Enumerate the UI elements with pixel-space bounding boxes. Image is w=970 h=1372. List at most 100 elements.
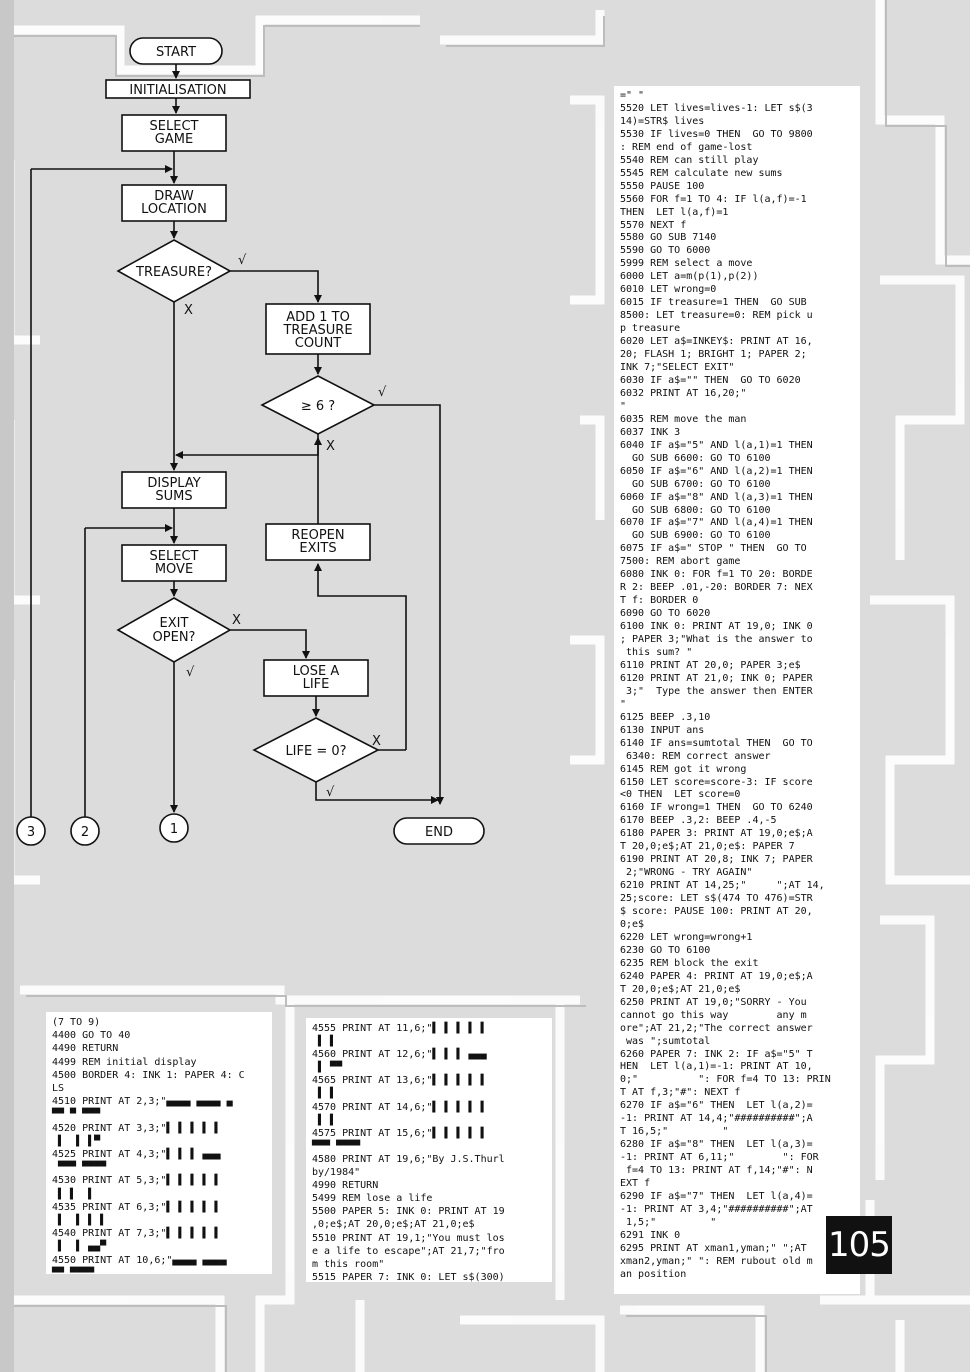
six-label: ≥ 6 ? xyxy=(301,399,335,414)
code-line: ▌ ▌ xyxy=(312,1088,337,1100)
code-line: 5515 PAPER 7: INK 0: LET s$(300) xyxy=(312,1271,505,1283)
code-line: 5560 FOR f=1 TO 4: IF l(a,f)=-1 xyxy=(620,193,807,205)
lose-life-box xyxy=(263,659,369,697)
code-line: ▌ ▌ xyxy=(312,1036,337,1048)
code-line: 4535 PRINT AT 6,3;"▌ ▌ ▌ ▌ ▌ xyxy=(52,1201,221,1213)
code-line: 4565 PRINT AT 13,6;"▌ ▌ ▌ ▌ ▌ xyxy=(312,1075,487,1087)
code-line: $ score: PAUSE 100: PRINT AT 20, xyxy=(620,906,813,918)
code-line: 8500: LET treasure=0: REM pick u xyxy=(620,310,813,322)
code-line: p treasure xyxy=(620,323,681,335)
treasure-no-mark: X xyxy=(184,303,193,318)
code-line: 5999 REM select a move xyxy=(620,258,753,270)
code-line: 5580 GO SUB 7140 xyxy=(620,232,717,244)
code-line: T f: BORDER 0 xyxy=(620,595,699,607)
code-line: 14)=STR$ lives xyxy=(620,115,705,127)
reopen-exits-label-2: EXITS xyxy=(299,541,336,556)
reopen-exits-box xyxy=(265,523,371,561)
life-zero-yes-mark: √ xyxy=(326,785,335,800)
connector-2-label: 2 xyxy=(81,825,89,840)
code-line: 5540 REM can still play xyxy=(620,154,759,166)
six-yes-mark: √ xyxy=(378,385,387,400)
code-line: 6240 PAPER 4: PRINT AT 19,0;e$;A xyxy=(620,970,813,982)
connector-3-label: 3 xyxy=(27,825,35,840)
code-line: xman2,yman;" ": REM rubout old m xyxy=(620,1255,813,1267)
code-line: 6210 PRINT AT 14,25;" ";AT 14, xyxy=(620,880,825,892)
flowchart-diagram: START INITIALISATION SELECT GAME DRAW LO… xyxy=(16,37,485,846)
code-line: HEN LET l(a,1)=-1: PRINT AT 10, xyxy=(620,1061,813,1073)
code-line: R 2: BEEP .01,-20: BORDER 7: NEX xyxy=(620,582,813,594)
select-game-label-1: SELECT xyxy=(150,119,199,134)
code-line: 6295 PRINT AT xman1,yman;" ";AT xyxy=(620,1242,807,1254)
display-sums-box xyxy=(121,471,227,509)
initialisation-label: INITIALISATION xyxy=(129,83,226,98)
code-line: 6100 INK 0: PRINT AT 19,0; INK 0 xyxy=(620,621,813,633)
code-line: -1: PRINT AT 3,4;"##########";AT xyxy=(620,1203,813,1215)
code-line: (7 TO 9) xyxy=(52,1017,101,1028)
add-treasure-label-3: COUNT xyxy=(295,336,342,351)
draw-location-label-1: DRAW xyxy=(154,189,194,204)
code-line: ▌ ▌ ▌ ▌ xyxy=(52,1215,107,1227)
code-line: 6230 GO TO 6100 xyxy=(620,944,711,956)
reopen-exits-label-1: REOPEN xyxy=(291,528,344,543)
code-line: 6032 PRINT AT 16,20;" xyxy=(620,387,747,399)
code-line: 6015 IF treasure=1 THEN GO SUB xyxy=(620,297,807,309)
code-line: 0;" ": FOR f=4 TO 13: PRIN xyxy=(620,1074,831,1086)
lose-life-label-1: LOSE A xyxy=(293,664,340,679)
code-line: 4490 RETURN xyxy=(52,1043,119,1055)
code-line: was ";sumtotal xyxy=(620,1035,711,1047)
code-line: 6260 PAPER 7: INK 2: IF a$="5" T xyxy=(620,1048,813,1060)
add-treasure-box xyxy=(265,303,371,355)
code-line: 5590 GO TO 6000 xyxy=(620,245,711,257)
code-line: GO SUB 6600: GO TO 6100 xyxy=(620,452,771,464)
code-line: 6020 LET a$=INKEY$: PRINT AT 16, xyxy=(620,336,813,348)
code-line: 4990 RETURN xyxy=(312,1180,379,1192)
code-line: -1: PRINT AT 14,4;"##########";A xyxy=(620,1113,813,1125)
code-line: ▌ ▌ ▌ xyxy=(52,1188,95,1200)
select-move-label-2: MOVE xyxy=(155,562,193,577)
flowchart-panel: START INITIALISATION SELECT GAME DRAW LO… xyxy=(0,0,510,892)
exit-open-label-2: OPEN? xyxy=(153,630,196,645)
code-line: 20; FLASH 1; BRIGHT 1; PAPER 2; xyxy=(620,349,807,361)
code-line: 6030 IF a$="" THEN GO TO 6020 xyxy=(620,374,801,386)
code-line: <0 THEN LET score=0 xyxy=(620,789,741,801)
code-line: 6290 IF a$="7" THEN LET l(a,4)= xyxy=(620,1191,813,1203)
code-line: 6000 LET a=m(p(1),p(2)) xyxy=(620,271,759,283)
connector-1 xyxy=(159,813,189,843)
code-line: GO SUB 6800: GO TO 6100 xyxy=(620,504,771,516)
code-line: ▀▀▀ ▀▀▀▀ xyxy=(312,1140,361,1152)
code-line: 6040 IF a$="5" AND l(a,1)=1 THEN xyxy=(620,439,813,451)
code-line: 6070 IF a$="7" AND l(a,4)=1 THEN xyxy=(620,517,813,529)
code-line: 4499 REM initial display xyxy=(52,1056,197,1068)
code-line: T 20,0;e$;AT 21,0;e$: PAPER 7 xyxy=(620,841,795,853)
code-line: 6170 BEEP .3,2: BEEP .4,-5 xyxy=(620,815,777,827)
code-line: GO SUB 6900: GO TO 6100 xyxy=(620,530,771,542)
code-line: 3;" Type the answer then ENTER xyxy=(620,685,813,697)
code-line: m this room" xyxy=(312,1258,385,1270)
code-line: ore";AT 21,2;"The correct answer xyxy=(620,1022,813,1034)
code-line: 4400 GO TO 40 xyxy=(52,1030,131,1042)
code-line: 2;"WRONG - TRY AGAIN" xyxy=(620,867,753,879)
code-line: 0;e$ xyxy=(620,919,645,930)
code-line: 4510 PRINT AT 2,3;"▄▄▄▄ ▄▄▄▄ ▄ xyxy=(52,1096,233,1108)
exit-open-yes-mark: √ xyxy=(186,665,195,680)
code-line: this sum? " xyxy=(620,646,693,658)
code-line: =" " xyxy=(620,90,645,101)
code-line: 7500: REM abort game xyxy=(620,556,741,568)
code-line: 6250 PRINT AT 19,0;"SORRY - You xyxy=(620,996,807,1008)
code-line: 5570 NEXT f xyxy=(620,219,687,231)
display-sums-label-2: SUMS xyxy=(155,489,192,504)
code-line: 6145 REM got it wrong xyxy=(620,763,747,775)
code-line: 6060 IF a$="8" AND l(a,3)=1 THEN xyxy=(620,491,813,503)
code-line: T 16,5;" " xyxy=(620,1126,729,1138)
connector-1-label: 1 xyxy=(170,822,178,837)
draw-location-label-2: LOCATION xyxy=(141,202,207,217)
end-terminal xyxy=(393,817,485,845)
code-line: 5545 REM calculate new sums xyxy=(620,167,783,179)
code-line: 6110 PRINT AT 20,0; PAPER 3;e$ xyxy=(620,659,801,671)
page-number: 105 xyxy=(826,1216,892,1274)
code-line: 6220 LET wrong=wrong+1 xyxy=(620,931,753,943)
code-line: 5530 IF lives=0 THEN GO TO 9800 xyxy=(620,128,813,140)
code-line: 25;score: LET s$(474 TO 476)=STR xyxy=(620,893,813,905)
code-line: 1,5;" " xyxy=(620,1216,717,1228)
code-line: 6235 REM block the exit xyxy=(620,957,759,969)
